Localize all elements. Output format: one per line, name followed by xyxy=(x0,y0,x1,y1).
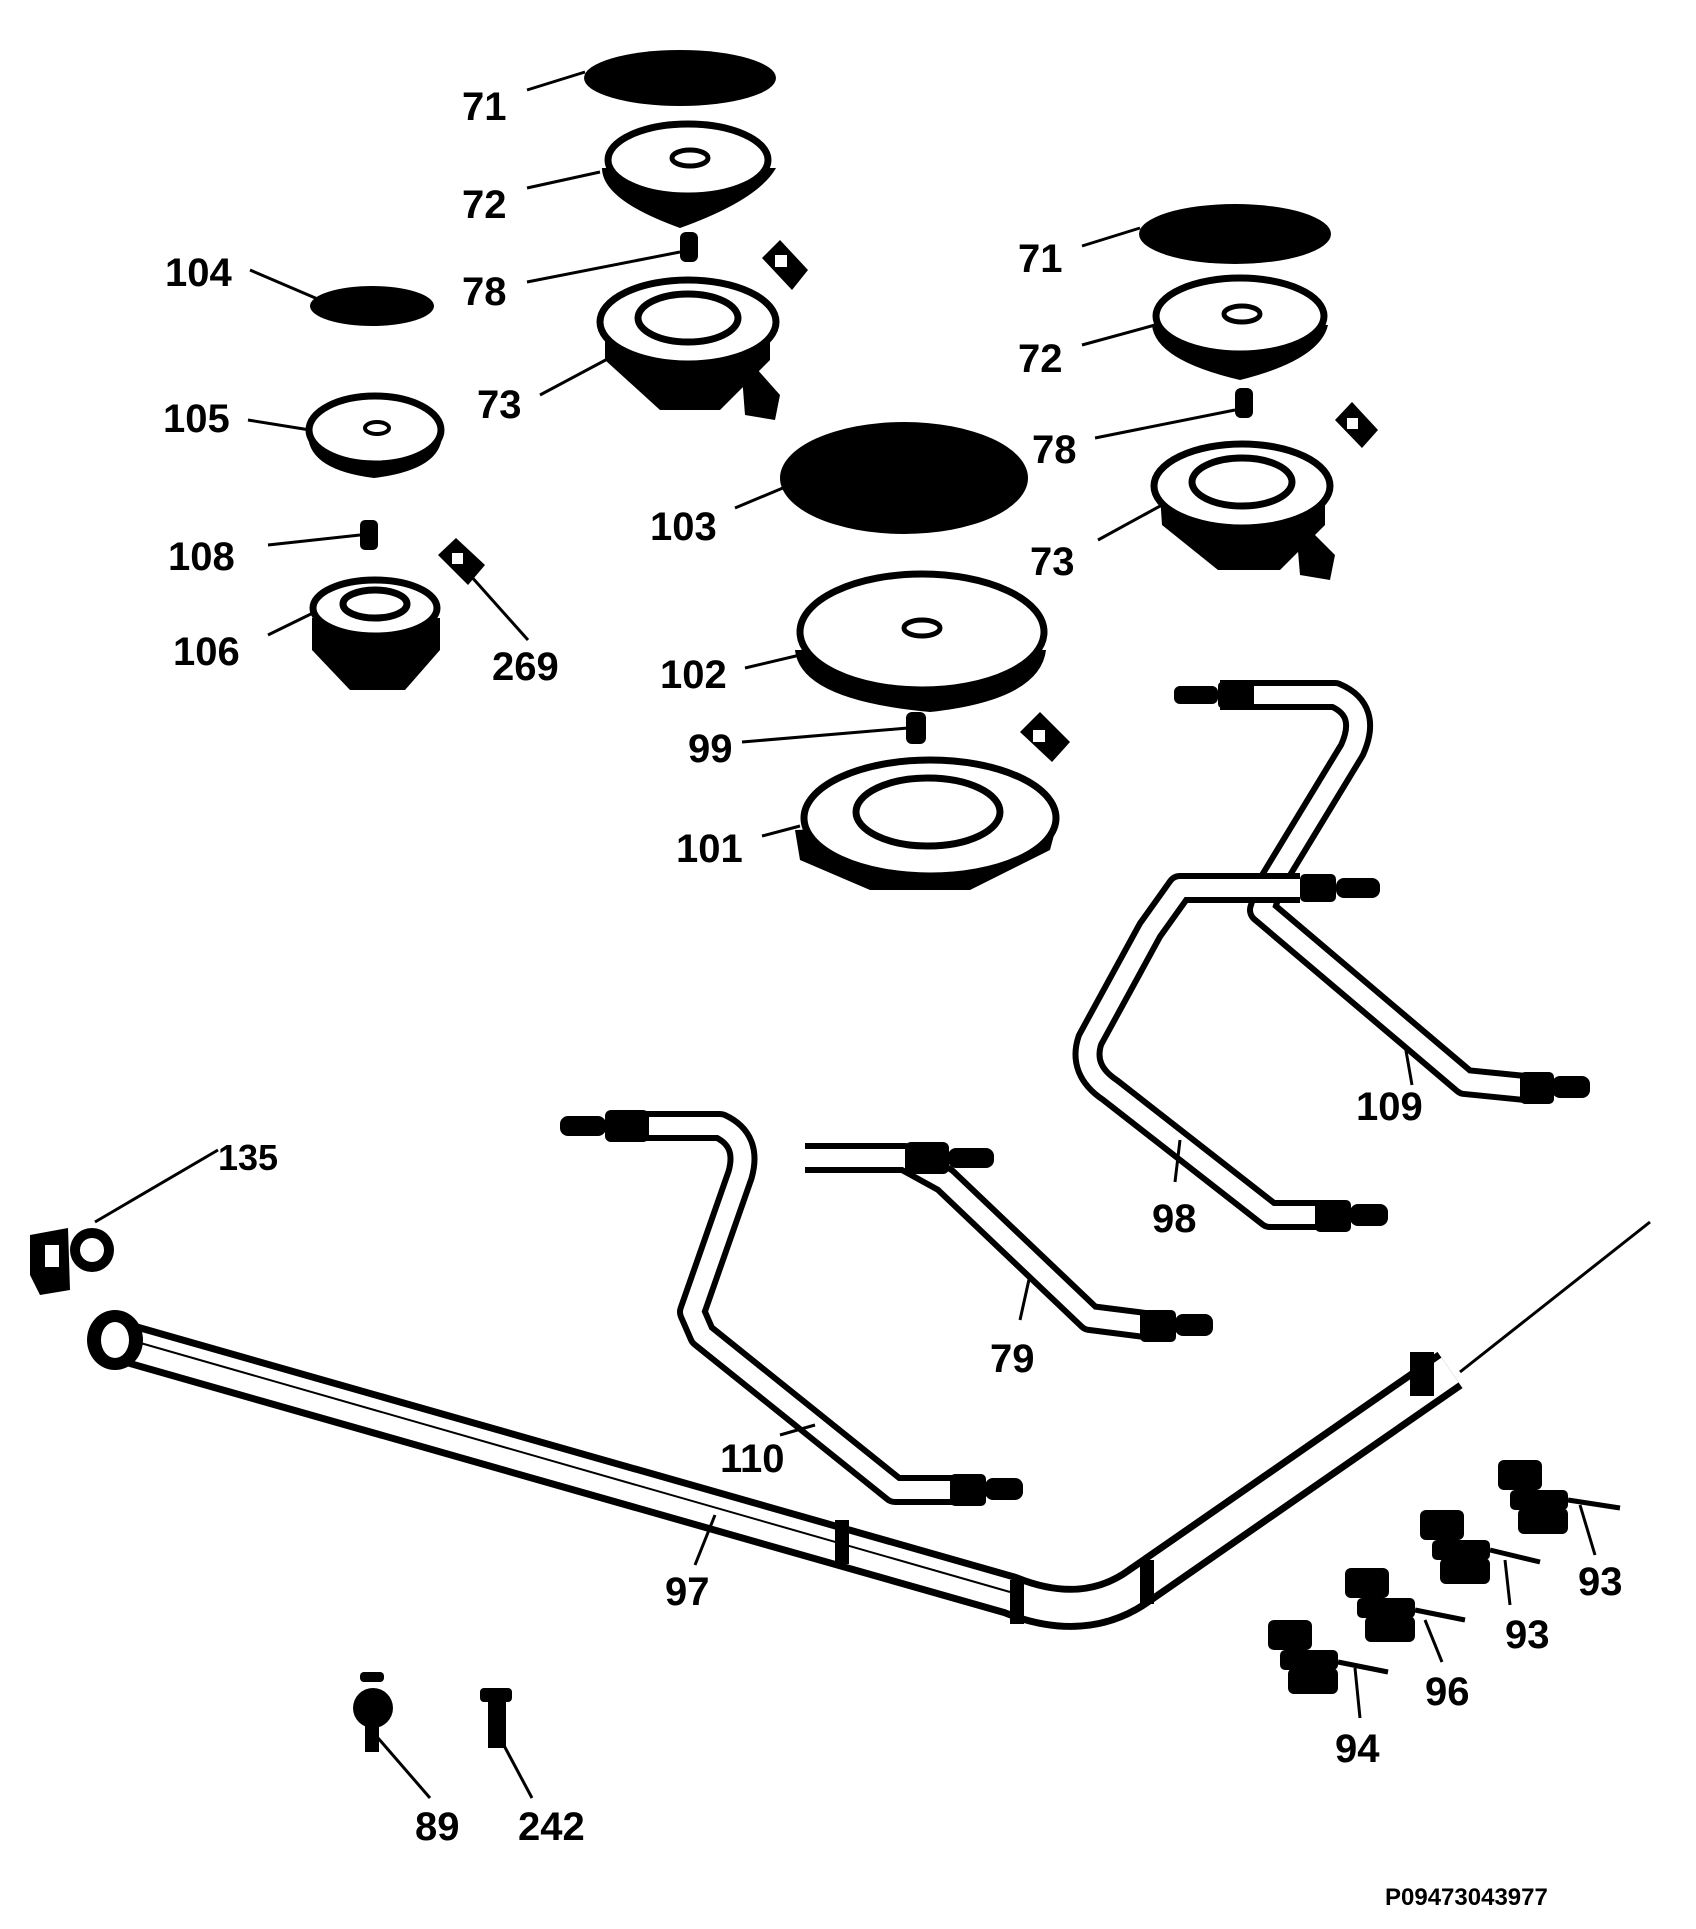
injector-78-right xyxy=(1235,388,1253,418)
burner-crown-105 xyxy=(305,392,445,478)
label-96: 96 xyxy=(1425,1670,1470,1714)
label-78-top: 78 xyxy=(462,270,507,314)
ignition-bracket-top xyxy=(762,240,808,290)
label-73-top: 73 xyxy=(477,383,522,427)
gas-pipe-110 xyxy=(560,1110,1023,1506)
label-71-top: 71 xyxy=(462,85,507,129)
label-110: 110 xyxy=(720,1437,785,1481)
burner-cap-71-top xyxy=(584,50,776,106)
label-101: 101 xyxy=(676,827,743,871)
gas-valve-93-upper xyxy=(1498,1460,1621,1534)
burner-body-106 xyxy=(309,576,441,690)
ignition-bracket-right xyxy=(1335,402,1378,448)
burner-cap-104 xyxy=(310,286,434,326)
leader-lines xyxy=(94,70,1651,1799)
burner-cap-71-right xyxy=(1139,204,1331,264)
label-72-right: 72 xyxy=(1018,337,1063,381)
part-labels: 71 72 78 73 104 105 108 106 269 71 72 78… xyxy=(163,85,1623,1911)
label-98: 98 xyxy=(1152,1197,1197,1241)
label-102: 102 xyxy=(660,653,727,697)
burner-cap-103 xyxy=(780,422,1028,534)
label-269: 269 xyxy=(492,645,559,689)
label-97: 97 xyxy=(665,1570,710,1614)
gas-inlet-elbow-135 xyxy=(30,1228,114,1295)
label-104: 104 xyxy=(165,251,232,295)
label-93-lower: 93 xyxy=(1505,1613,1550,1657)
gas-valves-group xyxy=(1268,1460,1621,1694)
fitting-89 xyxy=(353,1672,393,1752)
injector-78-top xyxy=(680,232,698,262)
gas-pipe-79 xyxy=(805,1142,1213,1342)
gas-valve-94 xyxy=(1268,1620,1389,1694)
main-gas-pipe-97 xyxy=(87,1310,1463,1630)
label-106: 106 xyxy=(173,630,240,674)
label-99: 99 xyxy=(688,727,733,771)
label-135: 135 xyxy=(218,1137,278,1178)
label-79: 79 xyxy=(990,1337,1035,1381)
burner-body-73-right xyxy=(1150,440,1335,580)
fitting-242 xyxy=(480,1688,512,1748)
burner-body-101 xyxy=(795,756,1060,890)
burner-crown-102 xyxy=(795,570,1048,712)
injector-108 xyxy=(360,520,378,550)
label-109: 109 xyxy=(1356,1085,1423,1129)
label-89: 89 xyxy=(415,1805,460,1849)
label-93-upper: 93 xyxy=(1578,1560,1623,1604)
label-108: 108 xyxy=(168,535,235,579)
label-71-right: 71 xyxy=(1018,237,1063,281)
label-94: 94 xyxy=(1335,1727,1380,1771)
ignition-bracket-101 xyxy=(1020,712,1070,762)
injector-99 xyxy=(906,712,926,744)
ignition-bracket-269 xyxy=(438,538,485,585)
label-73-right: 73 xyxy=(1030,540,1075,584)
label-103: 103 xyxy=(650,505,717,549)
label-78-right: 78 xyxy=(1032,428,1077,472)
label-105: 105 xyxy=(163,397,230,441)
burner-crown-72-top xyxy=(602,120,776,228)
gas-pipe-98 xyxy=(1072,873,1388,1232)
burner-crown-72-right xyxy=(1152,274,1328,380)
gas-valve-93-lower xyxy=(1420,1510,1541,1584)
reference-code: P09473043977 xyxy=(1385,1884,1548,1911)
label-242: 242 xyxy=(518,1805,585,1849)
gas-valve-96 xyxy=(1345,1568,1466,1642)
label-72-top: 72 xyxy=(462,183,507,227)
burner-body-73-top xyxy=(596,276,780,420)
